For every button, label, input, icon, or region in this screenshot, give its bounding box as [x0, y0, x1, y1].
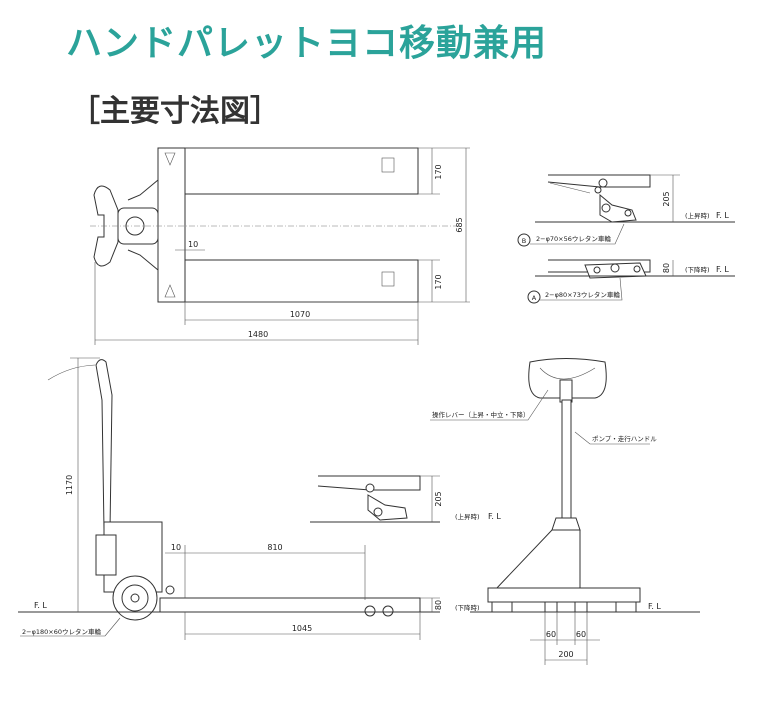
dim-1070: 1070: [290, 310, 310, 319]
section-title: ［主要寸法図］: [70, 94, 280, 129]
dim-10-top: 10: [188, 240, 198, 249]
dim-60-right: 60: [576, 630, 586, 639]
dim-205-side: 205: [434, 491, 443, 506]
fork-side: [159, 597, 421, 613]
dim-1170: 1170: [65, 475, 74, 495]
fl-label-front: F. L: [648, 602, 661, 611]
lowered-label-side: (下降時): [455, 603, 480, 612]
body-plate: [157, 147, 186, 303]
lever-label: 操作レバー（上昇・中立・下降）: [432, 410, 530, 419]
dim-685: 685: [455, 217, 464, 232]
fl-label-side: F. L: [34, 601, 47, 610]
wheel-b-spec: 2−φ70×56ウレタン車輪: [536, 234, 611, 243]
page-title: ハンドパレットヨコ移動兼用: [66, 23, 548, 64]
top-view: 170 170 685 10 1070 1480: [90, 147, 470, 345]
dim-80-side: 80: [434, 600, 443, 610]
dim-810: 810: [267, 543, 282, 552]
lowered-label-detail: (下降時): [685, 265, 710, 274]
raised-label-side: (上昇時): [455, 512, 480, 521]
dim-1045: 1045: [292, 624, 312, 633]
fork-lower: [184, 259, 419, 303]
wheel-main-spec: 2−φ180×60ウレタン車輪: [22, 627, 101, 636]
callout-a: A: [532, 294, 537, 302]
dim-60-left: 60: [546, 630, 556, 639]
callout-b-circle: [517, 233, 531, 247]
fl-label-raised-detail: F. L: [716, 211, 729, 220]
fork-upper: [184, 147, 419, 195]
front-view: F. L 操作レバー（上昇・中立・下降） ポンプ・走行ハンドル 60 60 20…: [430, 358, 700, 665]
front-handle-loop: [528, 358, 607, 399]
dim-170-lower: 170: [434, 274, 443, 289]
wheel-a-spec: 2−φ80×73ウレタン車輪: [545, 290, 620, 299]
callout-b: B: [522, 237, 526, 245]
callout-a-circle: [527, 290, 541, 304]
fl-label-lowered-detail: F. L: [716, 265, 729, 274]
front-mast: [561, 399, 572, 519]
dim-1480: 1480: [248, 330, 268, 339]
dim-200: 200: [558, 650, 573, 659]
dim-10-side: 10: [171, 543, 181, 552]
raised-label-detail: (上昇時): [685, 211, 710, 220]
dim-170-upper: 170: [434, 164, 443, 179]
fl-label-raised-side: F. L: [488, 512, 501, 521]
caster-detail: 205 (上昇時) F. L B 2−φ70×56ウレタン車輪 80 (下降時)…: [517, 174, 735, 304]
front-body: [493, 529, 581, 591]
handle-mast: [95, 359, 113, 531]
dim-80-detail: 80: [662, 263, 671, 273]
side-view: 1170 F. L 2−φ180×60ウレタン車輪 10 810 1045 80…: [18, 357, 501, 640]
handle-label: ポンプ・走行ハンドル: [592, 434, 657, 443]
dim-205-detail: 205: [662, 191, 671, 206]
